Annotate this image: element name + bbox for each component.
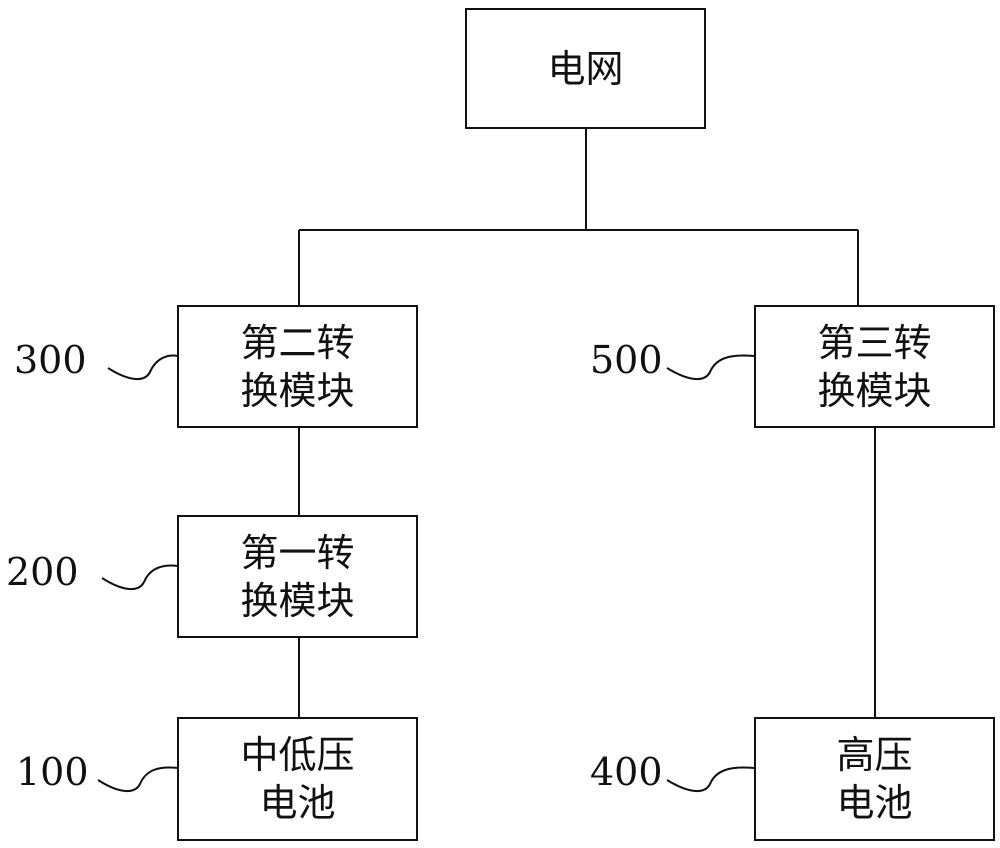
ref-100: 100 [16,750,89,794]
second-converter-label-line1: 第二转 [240,320,355,365]
mid-low-voltage-battery-box: 中低压 电池 [177,717,418,841]
high-voltage-battery-box: 高压 电池 [754,717,995,841]
grid-box: 电网 [465,8,706,129]
leader-100 [97,766,179,792]
third-converter-box: 第三转 换模块 [754,305,995,428]
ref-400: 400 [590,750,663,794]
mid-low-voltage-battery-label-line2: 电池 [259,781,336,825]
third-converter-label-line1: 第三转 [817,320,932,365]
high-voltage-battery-label-line1: 高压 [836,733,913,777]
grid-label: 电网 [547,46,624,91]
leader-400 [666,766,755,792]
second-converter-box: 第二转 换模块 [177,305,418,428]
leader-500 [666,354,755,380]
ref-300: 300 [14,338,87,382]
mid-low-voltage-battery-label-line1: 中低压 [240,733,355,777]
leader-300 [107,354,179,380]
ref-200: 200 [6,550,79,594]
first-converter-box: 第一转 换模块 [177,515,418,638]
leader-200 [101,564,179,590]
high-voltage-battery-label-line2: 电池 [836,781,913,825]
ref-500: 500 [590,338,663,382]
first-converter-label-line2: 换模块 [240,578,355,623]
third-converter-label-line2: 换模块 [817,368,932,413]
second-converter-label-line2: 换模块 [240,368,355,413]
first-converter-label-line1: 第一转 [240,530,355,575]
